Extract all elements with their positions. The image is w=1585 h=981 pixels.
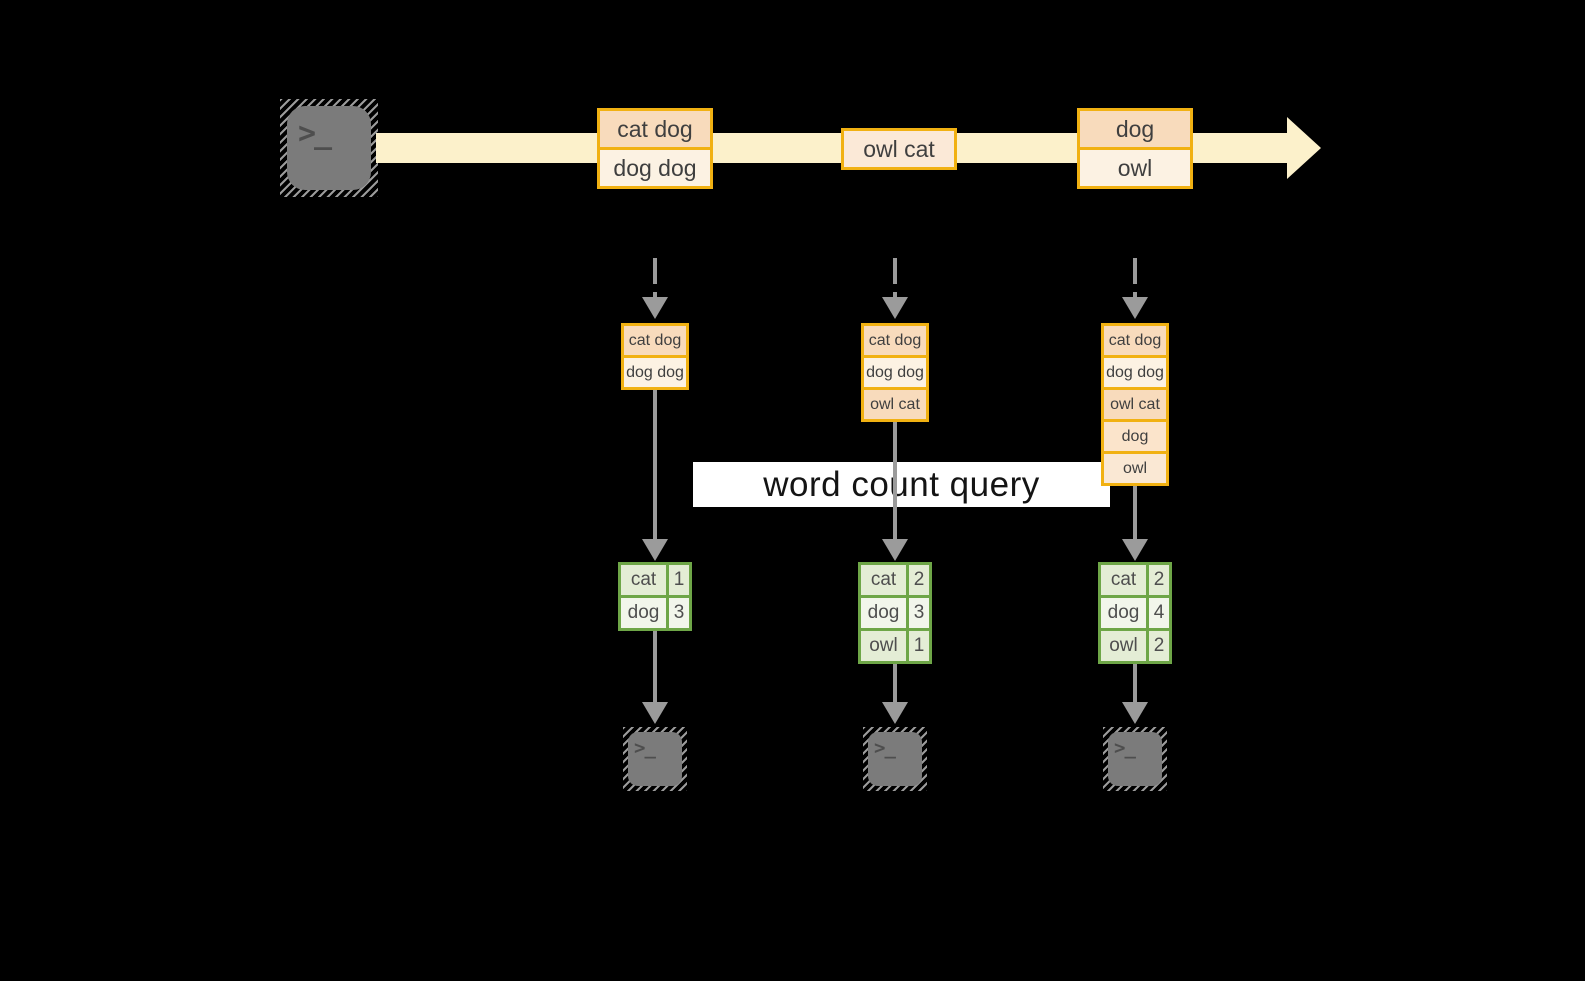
terminal-prompt-icon: >_	[1114, 737, 1136, 759]
arrowhead-icon	[1122, 297, 1148, 319]
stream-message: owl cat	[841, 128, 957, 170]
table-row: cat 2	[861, 565, 929, 595]
message-buffer-stack: cat dog dog dog owl cat dog owl	[1101, 323, 1169, 486]
connector-line	[893, 664, 897, 703]
stack-row: owl cat	[1104, 390, 1166, 419]
stack-row: dog dog	[864, 358, 926, 387]
arrowhead-icon	[882, 297, 908, 319]
arrowhead-icon	[882, 539, 908, 561]
count-cell: 2	[909, 565, 929, 595]
word-count-table: cat 2 dog 4 owl 2	[1098, 562, 1172, 664]
table-row: cat 2	[1101, 565, 1169, 595]
dashed-arrow-line	[653, 258, 657, 298]
terminal-source-icon: >_	[280, 99, 378, 197]
count-cell: 4	[1149, 598, 1169, 628]
stack-row: cat dog	[624, 326, 686, 355]
count-cell: 2	[1149, 565, 1169, 595]
arrowhead-icon	[642, 702, 668, 724]
message-row: owl	[1080, 150, 1190, 186]
stack-row: owl	[1104, 454, 1166, 483]
word-count-query-label: word count query	[693, 462, 1110, 507]
table-row: cat 1	[621, 565, 689, 595]
stack-row: dog dog	[1104, 358, 1166, 387]
terminal-body	[628, 732, 682, 786]
dashed-arrow-line	[893, 258, 897, 298]
arrowhead-icon	[642, 297, 668, 319]
arrowhead-icon	[1122, 702, 1148, 724]
stream-message: cat dog dog dog	[597, 108, 713, 189]
arrowhead-icon	[642, 539, 668, 561]
message-row: dog	[1080, 111, 1190, 147]
message-row: dog dog	[600, 150, 710, 186]
terminal-body	[1108, 732, 1162, 786]
count-cell: 1	[669, 565, 689, 595]
stream-message: dog owl	[1077, 108, 1193, 189]
message-buffer-stack: cat dog dog dog	[621, 323, 689, 390]
arrowhead-icon	[882, 702, 908, 724]
message-buffer-stack: cat dog dog dog owl cat	[861, 323, 929, 422]
table-row: dog 3	[861, 598, 929, 628]
terminal-sink-icon: >_	[623, 727, 687, 791]
stack-row: owl cat	[864, 390, 926, 419]
word-cell: owl	[861, 631, 906, 661]
count-cell: 2	[1149, 631, 1169, 661]
stack-row: cat dog	[864, 326, 926, 355]
word-cell: dog	[1101, 598, 1146, 628]
stream-arrowhead-icon	[1287, 117, 1321, 179]
terminal-prompt-icon: >_	[298, 116, 332, 151]
word-cell: cat	[861, 565, 906, 595]
table-row: owl 1	[861, 631, 929, 661]
connector-line	[653, 631, 657, 703]
table-row: owl 2	[1101, 631, 1169, 661]
count-cell: 1	[909, 631, 929, 661]
terminal-body	[868, 732, 922, 786]
stack-row: cat dog	[1104, 326, 1166, 355]
word-cell: cat	[1101, 565, 1146, 595]
word-cell: dog	[621, 598, 666, 628]
word-cell: cat	[621, 565, 666, 595]
message-row: owl cat	[844, 131, 954, 167]
count-cell: 3	[909, 598, 929, 628]
stack-row: dog dog	[624, 358, 686, 387]
terminal-body	[287, 106, 371, 190]
count-cell: 3	[669, 598, 689, 628]
message-row: cat dog	[600, 111, 710, 147]
table-row: dog 4	[1101, 598, 1169, 628]
terminal-sink-icon: >_	[863, 727, 927, 791]
dashed-arrow-line	[1133, 258, 1137, 298]
terminal-sink-icon: >_	[1103, 727, 1167, 791]
word-cell: owl	[1101, 631, 1146, 661]
table-row: dog 3	[621, 598, 689, 628]
terminal-prompt-icon: >_	[874, 737, 896, 759]
connector-line	[653, 390, 657, 540]
word-count-table: cat 1 dog 3	[618, 562, 692, 631]
connector-line	[1133, 486, 1137, 540]
connector-line	[1133, 664, 1137, 703]
terminal-prompt-icon: >_	[634, 737, 656, 759]
word-count-table: cat 2 dog 3 owl 1	[858, 562, 932, 664]
word-cell: dog	[861, 598, 906, 628]
connector-line	[893, 422, 897, 540]
arrowhead-icon	[1122, 539, 1148, 561]
stack-row: dog	[1104, 422, 1166, 451]
